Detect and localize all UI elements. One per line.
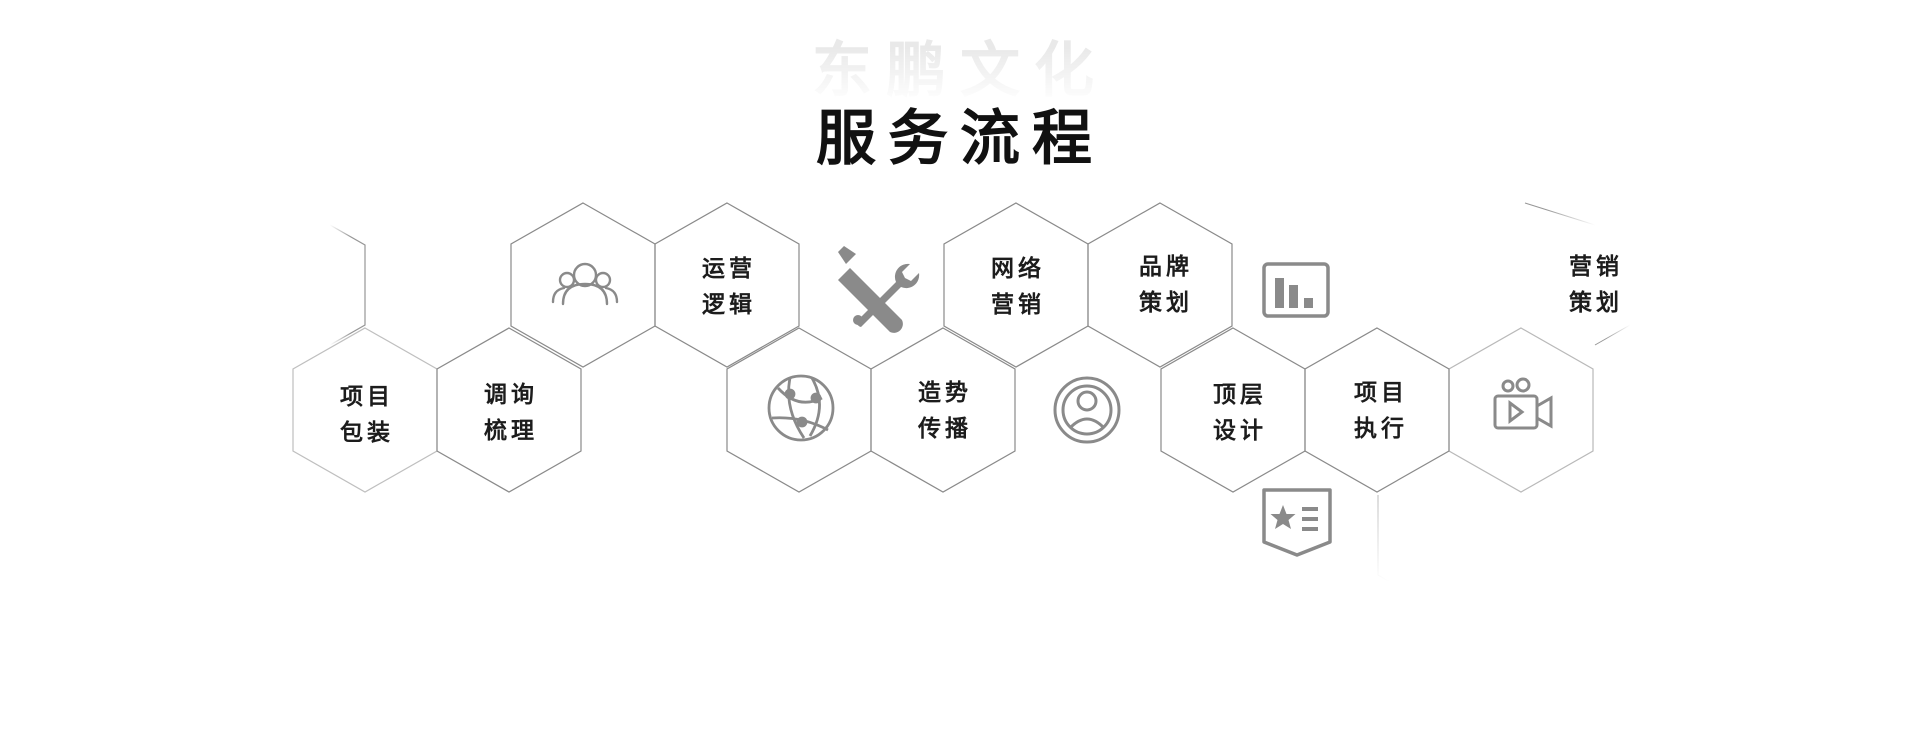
hex-publicity	[870, 327, 1016, 493]
hex-network-marketing	[943, 202, 1089, 368]
step-label-1b: 包装	[340, 419, 394, 446]
step-label-2a: 调询	[484, 381, 538, 408]
hex-top-design	[1160, 327, 1306, 493]
hex-project-packaging	[292, 327, 438, 493]
hex-inquiry	[436, 327, 582, 493]
hex-text-labels: 项目 包装 调询 梳理 运营 逻辑 造势 传播 网络 营销 品牌 策划 顶层 设…	[340, 253, 1623, 446]
step-label-9a: 营销	[1569, 253, 1623, 280]
step-label-4b: 传播	[917, 415, 972, 442]
step-label-7a: 顶层	[1213, 381, 1267, 408]
team-icon	[551, 262, 619, 306]
step-label-1a: 项目	[340, 383, 394, 410]
step-label-7b: 设计	[1213, 417, 1267, 444]
step-label-4a: 造势	[918, 379, 972, 406]
hex-globe	[726, 327, 872, 493]
globe-network-icon	[767, 374, 835, 442]
step-label-9b: 策划	[1569, 289, 1623, 316]
step-label-3a: 运营	[702, 255, 756, 282]
brand-watermark: 东鹏文化	[812, 36, 1108, 106]
hex-outlines	[292, 202, 1594, 493]
user-target-icon	[1053, 376, 1121, 444]
video-camera-icon	[1493, 377, 1553, 430]
hex-video	[1448, 327, 1594, 493]
hex-operation	[654, 202, 800, 368]
step-label-5b: 营销	[991, 291, 1045, 318]
step-label-8b: 执行	[1354, 415, 1408, 442]
bar-chart-icon	[1262, 262, 1330, 318]
step-label-2b: 梳理	[484, 417, 538, 444]
step-label-6a: 品牌	[1139, 253, 1193, 280]
step-label-3b: 逻辑	[702, 291, 756, 318]
tools-icon	[838, 246, 920, 333]
step-label-5a: 网络	[991, 255, 1045, 282]
faded-hex-fragments	[329, 202, 1631, 583]
step-label-6b: 策划	[1139, 289, 1193, 316]
step-label-8a: 项目	[1354, 379, 1408, 406]
hex-brand-planning	[1087, 202, 1233, 368]
hex-project-execution	[1304, 327, 1450, 493]
badge-list-icon	[1262, 488, 1332, 557]
section-title: 服务流程	[816, 104, 1104, 174]
